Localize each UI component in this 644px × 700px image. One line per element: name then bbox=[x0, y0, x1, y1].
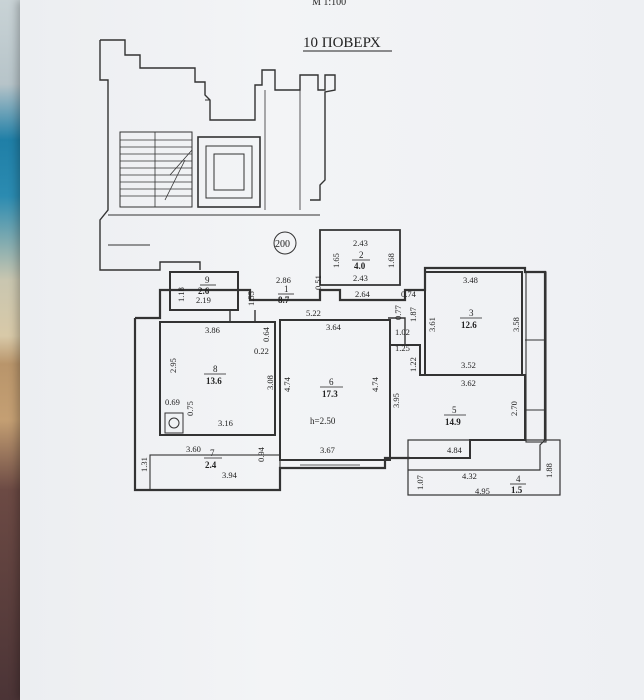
loggia-right bbox=[525, 271, 547, 443]
room-8-walls bbox=[159, 321, 276, 436]
section-circle bbox=[273, 231, 297, 255]
stair-arrow-lines bbox=[164, 149, 193, 201]
apartment-outer-wall-top bbox=[135, 266, 547, 440]
room-9-area: 2.6 bbox=[198, 286, 210, 296]
dim-1-18: 1.18 bbox=[176, 287, 186, 302]
room-6-area: 17.3 bbox=[322, 389, 338, 399]
room-2-walls bbox=[319, 229, 401, 286]
dim-2-86: 2.86 bbox=[276, 275, 291, 285]
dim-0-22: 0.22 bbox=[254, 346, 269, 356]
room-5-area: 14.9 bbox=[445, 417, 461, 427]
dim-1-02: 1.02 bbox=[395, 327, 410, 337]
dim-3-16: 3.16 bbox=[218, 418, 233, 428]
core-outer-wall bbox=[100, 39, 336, 201]
room-5-number: 5 bbox=[452, 405, 457, 415]
floor-plan-sheet bbox=[20, 0, 644, 700]
dim-1-65: 1.65 bbox=[331, 253, 341, 268]
dim-0-64: 0.64 bbox=[261, 326, 271, 342]
dim-5-22: 5.22 bbox=[306, 308, 321, 318]
dim-3-08: 3.08 bbox=[265, 375, 275, 390]
dim-1-22: 1.22 bbox=[408, 357, 418, 372]
ventilation-icon bbox=[168, 417, 180, 429]
dim-0-94: 0.94 bbox=[256, 446, 266, 462]
dim-4-95: 4.95 bbox=[475, 486, 490, 496]
room-1-number: 1 bbox=[284, 284, 289, 294]
dim-4-74-left: 4.74 bbox=[282, 376, 292, 392]
window-bottom-room6 bbox=[300, 464, 360, 469]
dim-4-32: 4.32 bbox=[462, 471, 477, 481]
dim-3-60: 3.60 bbox=[186, 444, 201, 454]
dim-3-48: 3.48 bbox=[463, 275, 478, 285]
room-4-area: 1.5 bbox=[511, 485, 523, 495]
corridor-lines bbox=[108, 214, 320, 246]
dim-1-55: 1.55 bbox=[246, 291, 256, 306]
ceiling-height: h=2.50 bbox=[310, 416, 336, 426]
room-3-number: 3 bbox=[469, 308, 474, 318]
dim-0-51: 0.51 bbox=[313, 275, 323, 290]
scale-text: М 1:100 bbox=[312, 0, 346, 8]
dim-2-43-top: 2.43 bbox=[353, 238, 368, 248]
dim-3-95: 3.95 bbox=[391, 393, 401, 408]
dim-0-74: 0.74 bbox=[401, 289, 417, 299]
dim-3-61: 3.61 bbox=[427, 317, 437, 332]
room-6-walls bbox=[279, 319, 391, 461]
room-6-number: 6 bbox=[329, 377, 334, 387]
dim-2-70: 2.70 bbox=[509, 401, 519, 416]
room-9-walls bbox=[169, 271, 239, 311]
dim-1-88: 1.88 bbox=[544, 463, 554, 478]
dim-3-86: 3.86 bbox=[205, 325, 220, 335]
room-2-area: 4.0 bbox=[354, 261, 366, 271]
corridor-walls bbox=[264, 90, 301, 210]
room-4-number: 4 bbox=[516, 474, 521, 484]
dim-0-77: 0.77 bbox=[393, 305, 403, 320]
elevator-shaft bbox=[197, 136, 261, 208]
stair-flight bbox=[119, 131, 193, 208]
dim-2-19: 2.19 bbox=[196, 295, 211, 305]
room-7-outline bbox=[149, 454, 281, 491]
room-7-area: 2.4 bbox=[205, 460, 217, 470]
room-8-number: 8 bbox=[213, 364, 218, 374]
dim-3-67: 3.67 bbox=[320, 445, 335, 455]
dim-1-68: 1.68 bbox=[386, 253, 396, 268]
room-5-walls bbox=[385, 344, 526, 459]
stair-steps bbox=[120, 132, 192, 207]
room-3-area: 12.6 bbox=[461, 320, 477, 330]
dim-1-31: 1.31 bbox=[139, 457, 149, 472]
elevator-cabin bbox=[205, 145, 253, 199]
dim-3-64: 3.64 bbox=[326, 322, 342, 332]
section-label: 200 bbox=[275, 239, 290, 250]
shaft-box bbox=[164, 412, 184, 434]
room-1-area: 8.7 bbox=[278, 295, 290, 305]
elevator-car bbox=[213, 153, 245, 191]
dim-4-84: 4.84 bbox=[447, 445, 463, 455]
room-number-underlines bbox=[200, 259, 526, 485]
room-2-number: 2 bbox=[359, 250, 364, 260]
dim-1-07: 1.07 bbox=[415, 475, 425, 490]
dim-2-64: 2.64 bbox=[355, 289, 371, 299]
balcony-4-outline bbox=[408, 439, 546, 471]
dim-3-58: 3.58 bbox=[511, 317, 521, 332]
partition-lines bbox=[229, 310, 406, 345]
dim-0-75: 0.75 bbox=[185, 401, 195, 416]
room-9-number: 9 bbox=[205, 275, 210, 285]
dim-3-52: 3.52 bbox=[461, 360, 476, 370]
dim-1-25: 1.25 bbox=[395, 343, 410, 353]
room-8-area: 13.6 bbox=[206, 376, 222, 386]
dim-3-94: 3.94 bbox=[222, 470, 238, 480]
dim-4-74-right: 4.74 bbox=[370, 376, 380, 392]
core-left-wall bbox=[99, 40, 201, 271]
dim-0-69: 0.69 bbox=[165, 397, 180, 407]
room-7-number: 7 bbox=[210, 448, 215, 458]
window-marks bbox=[525, 339, 545, 411]
dim-2-95: 2.95 bbox=[168, 358, 178, 373]
dim-3-62: 3.62 bbox=[461, 378, 476, 388]
floor-title: 10 ПОВЕРХ bbox=[303, 35, 381, 51]
dim-2-43-bottom: 2.43 bbox=[353, 273, 368, 283]
dim-1-87: 1.87 bbox=[408, 307, 418, 322]
